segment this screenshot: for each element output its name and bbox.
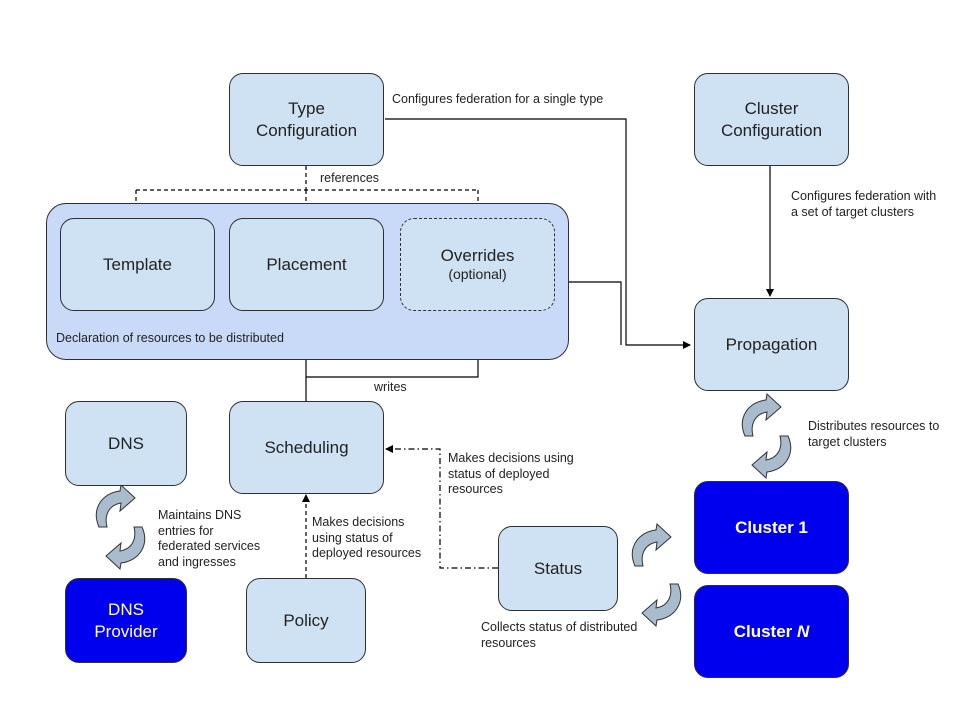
cluster-n-box: Cluster N <box>694 585 849 678</box>
type-configuration-line2: Configuration <box>255 120 358 140</box>
label-makes-decisions-policy: Makes decisions using status of deployed… <box>312 515 421 562</box>
dns-provider-line2: Provider <box>94 621 158 641</box>
label-makes-decisions-status-line1: Makes decisions using <box>448 451 574 465</box>
overrides-box: Overrides (optional) <box>400 218 555 311</box>
cycle-arrows-propagation-icon <box>741 393 792 479</box>
propagation-box: Propagation <box>694 298 849 391</box>
dns-provider-box: DNS Provider <box>65 578 187 663</box>
placement-label: Placement <box>266 254 347 274</box>
label-distributes: Distributes resources to target clusters <box>808 419 939 450</box>
edge-group-to-propagation <box>568 281 622 345</box>
label-makes-decisions-status-line2: status of deployed <box>448 466 550 481</box>
dns-provider-line1: DNS <box>108 600 144 620</box>
cluster-configuration-line2: Configuration <box>720 120 823 140</box>
scheduling-label: Scheduling <box>264 437 349 457</box>
label-makes-decisions-status: Makes decisions using status of deployed… <box>448 451 574 498</box>
edge-type-to-propagation <box>385 118 691 349</box>
status-label: Status <box>533 558 583 578</box>
label-makes-decisions-policy-line2: using status of <box>312 530 393 545</box>
cluster-n-label: Cluster N <box>734 621 810 642</box>
scheduling-box: Scheduling <box>229 401 384 494</box>
label-collects-status: Collects status of distributed resources <box>481 620 637 651</box>
cluster-1-box: Cluster 1 <box>694 481 849 574</box>
policy-box: Policy <box>246 578 366 663</box>
overrides-sub: (optional) <box>448 266 507 283</box>
label-configures-clusters-line2: a set of target clusters <box>791 204 914 219</box>
group-caption: Declaration of resources to be distribut… <box>56 331 284 345</box>
overrides-label: Overrides <box>440 246 515 266</box>
cycle-arrows-dns-icon <box>95 484 146 570</box>
label-writes: writes <box>374 380 407 394</box>
type-configuration-box: Type Configuration <box>229 73 384 166</box>
policy-label: Policy <box>283 610 329 630</box>
dns-label: DNS <box>108 433 144 453</box>
label-maintains-dns-line3: federated services <box>158 539 261 554</box>
label-collects-status-line2: resources <box>481 635 536 650</box>
label-references: references <box>320 171 380 185</box>
label-maintains-dns-line4: and ingresses <box>158 554 236 569</box>
label-maintains-dns-line2: entries for <box>158 523 214 538</box>
type-configuration-line1: Type <box>288 99 325 119</box>
label-makes-decisions-status-line3: resources <box>448 482 503 497</box>
label-distributes-line1: Distributes resources to <box>808 419 940 433</box>
label-distributes-line2: target clusters <box>808 434 887 449</box>
cluster-n-text: Cluster <box>733 621 797 641</box>
edge-status-to-scheduling <box>385 445 498 569</box>
status-box: Status <box>498 526 618 611</box>
cluster-n-italic: N <box>797 621 810 641</box>
label-configures-clusters-line1: Configures federation with <box>791 189 937 203</box>
propagation-label: Propagation <box>725 334 818 354</box>
dns-box: DNS <box>65 401 187 486</box>
label-configures-type: Configures federation for a single type <box>392 92 604 106</box>
label-maintains-dns: Maintains DNS entries for federated serv… <box>158 508 260 571</box>
cluster-configuration-box: Cluster Configuration <box>694 73 849 166</box>
label-collects-status-line1: Collects status of distributed <box>481 620 638 634</box>
label-makes-decisions-policy-line1: Makes decisions <box>312 515 405 529</box>
label-configures-clusters: Configures federation with a set of targ… <box>791 189 936 220</box>
placement-box: Placement <box>229 218 384 311</box>
cluster-1-label: Cluster 1 <box>735 517 808 537</box>
label-maintains-dns-line1: Maintains DNS <box>158 508 242 522</box>
cycle-arrows-status-icon <box>631 523 682 627</box>
template-label: Template <box>103 254 172 274</box>
template-box: Template <box>60 218 215 311</box>
label-makes-decisions-policy-line3: deployed resources <box>312 546 422 561</box>
cluster-configuration-line1: Cluster <box>744 99 799 119</box>
